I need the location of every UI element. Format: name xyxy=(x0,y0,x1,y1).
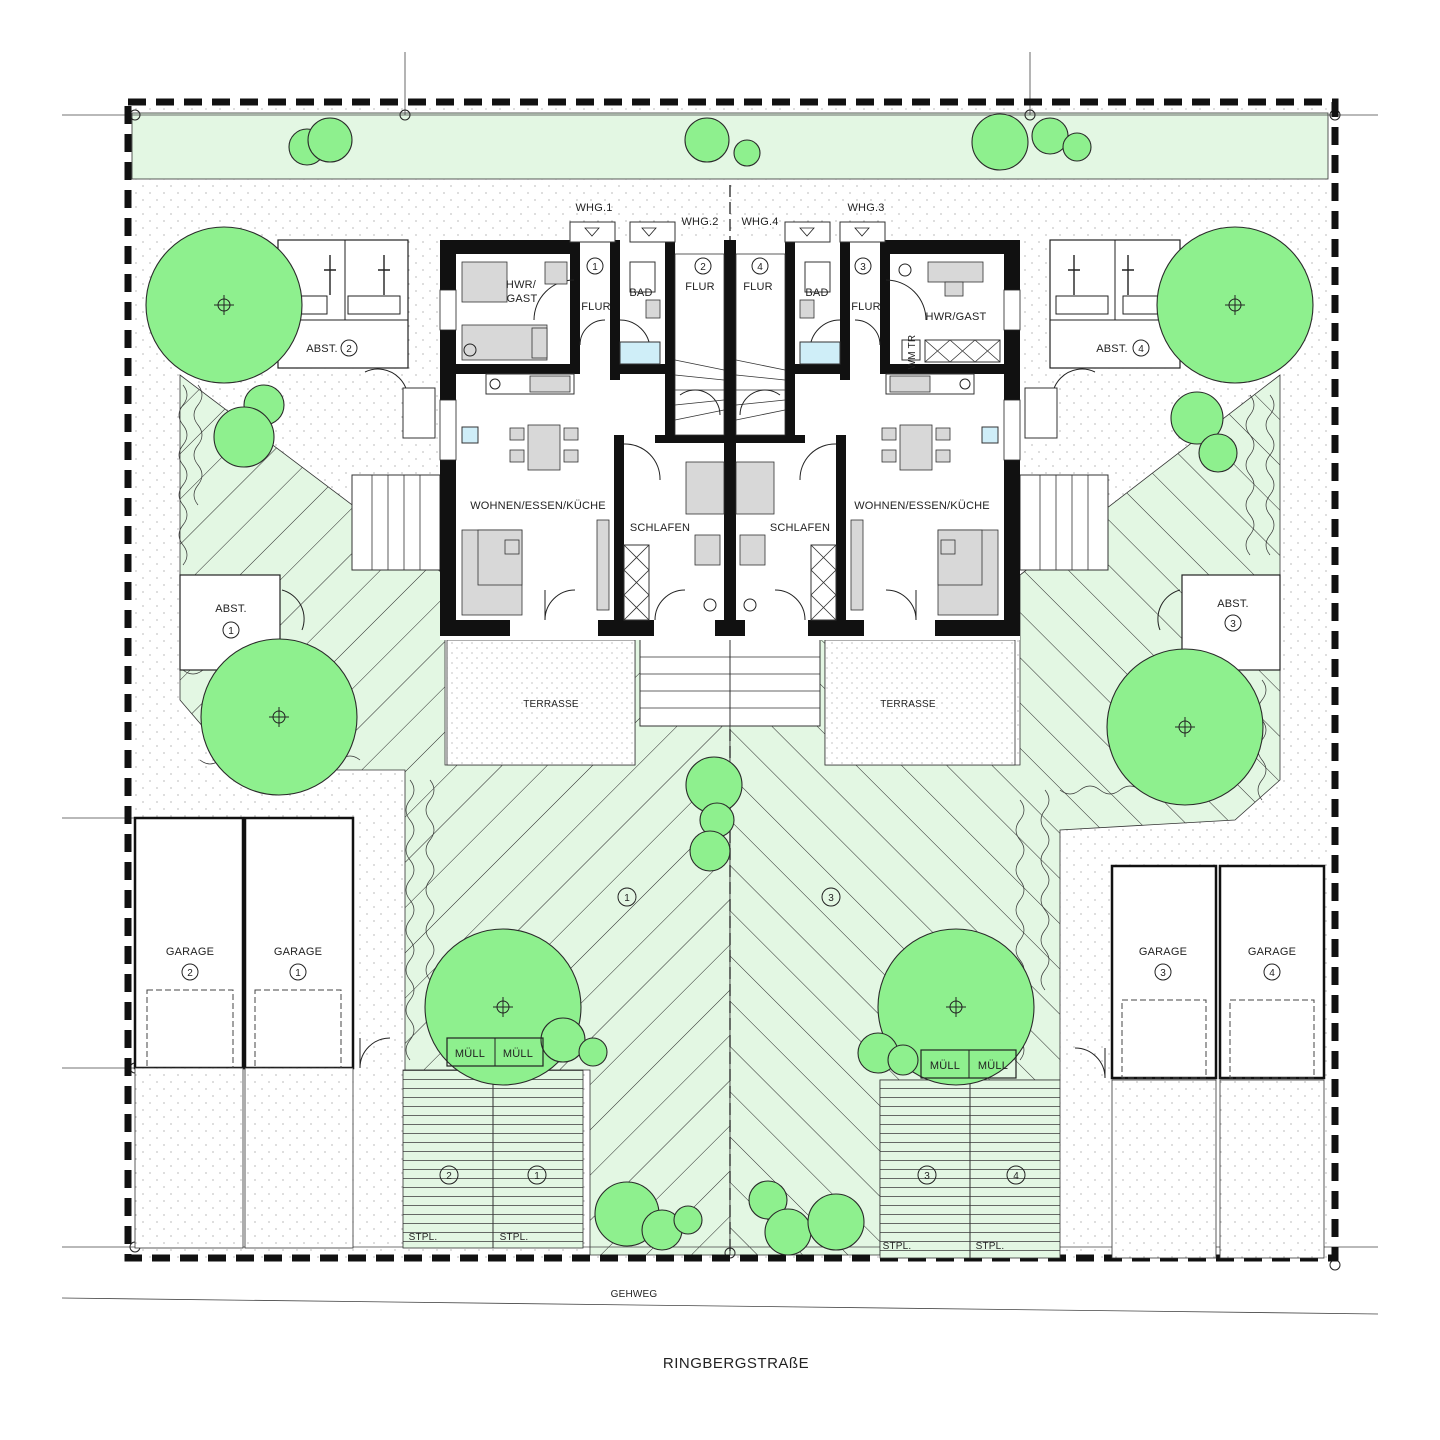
parking-label: STPL. xyxy=(976,1241,1005,1252)
unit-number-4: 4 xyxy=(757,262,763,273)
parking-label: STPL. xyxy=(500,1232,529,1243)
storage-number: 2 xyxy=(346,344,352,355)
parking-right: 3 4 STPL. STPL. xyxy=(879,1079,1061,1259)
parking-label: STPL. xyxy=(883,1241,912,1252)
garage-number: 2 xyxy=(187,968,193,979)
room-label-hwr-gast: HWR/GAST xyxy=(926,311,987,323)
building: HWR/ GAST FLUR BAD FLUR FLUR BAD FLUR HW… xyxy=(439,202,1021,640)
garage-block-left: GARAGE 2 GARAGE 1 xyxy=(133,816,391,1249)
unit-label-3: WHG.3 xyxy=(847,202,884,214)
room-label-flur: FLUR xyxy=(581,301,611,313)
unit-label-2: WHG.2 xyxy=(681,216,718,228)
staircase xyxy=(674,253,786,436)
garage-block-right: GARAGE 3 GARAGE 4 xyxy=(1074,864,1326,1259)
side-steps xyxy=(351,387,1109,571)
room-label-hwr: HWR/ xyxy=(506,279,537,291)
room-label-schlafen: SCHLAFEN xyxy=(630,522,690,534)
bin-label: MÜLL xyxy=(503,1048,533,1060)
unit-label-4: WHG.4 xyxy=(741,216,778,228)
room-label-wm-tr: WM TR xyxy=(907,335,918,370)
bins-left: MÜLL MÜLL xyxy=(446,1037,544,1067)
parking-number: 4 xyxy=(1013,1171,1019,1182)
unit-number-3: 3 xyxy=(860,262,866,273)
room-label-flur: FLUR xyxy=(743,281,773,293)
room-label-gast: GAST xyxy=(507,293,538,305)
property-boundary xyxy=(124,98,1339,1262)
bin-label: MÜLL xyxy=(455,1048,485,1060)
parking-number: 1 xyxy=(534,1171,540,1182)
entrance-steps xyxy=(639,635,821,727)
bins-right: MÜLL MÜLL xyxy=(920,1049,1017,1079)
storage-number: 4 xyxy=(1138,344,1144,355)
terrace-left: TERRASSE xyxy=(446,639,636,766)
parking-label: STPL. xyxy=(409,1232,438,1243)
unit-label-1: WHG.1 xyxy=(575,202,612,214)
garden-number-3: 3 xyxy=(828,893,834,904)
furniture-right xyxy=(735,261,1001,621)
terrace-label: TERRASSE xyxy=(523,699,579,710)
storage-label: ABST. xyxy=(306,343,338,355)
room-label-wohnen: WOHNEN/ESSEN/KÜCHE xyxy=(854,500,990,512)
parking-number: 2 xyxy=(446,1171,452,1182)
trees xyxy=(145,113,1314,1256)
room-label-wohnen: WOHNEN/ESSEN/KÜCHE xyxy=(470,500,606,512)
storage-label: ABST. xyxy=(1217,598,1249,610)
room-label-flur: FLUR xyxy=(851,301,881,313)
storage-number: 3 xyxy=(1230,619,1236,630)
terrace-label: TERRASSE xyxy=(880,699,936,710)
street-name: RINGBERGSTRAßE xyxy=(663,1355,809,1372)
storage-number: 1 xyxy=(228,626,234,637)
storage-label: ABST. xyxy=(1096,343,1128,355)
bin-label: MÜLL xyxy=(930,1060,960,1072)
furniture-left xyxy=(461,261,725,621)
storage-3: ABST. 3 xyxy=(1157,574,1281,671)
garage-number: 1 xyxy=(295,968,301,979)
room-label-flur: FLUR xyxy=(685,281,715,293)
unit-number-2: 2 xyxy=(700,262,706,273)
bin-label: MÜLL xyxy=(978,1060,1008,1072)
room-label-schlafen: SCHLAFEN xyxy=(770,522,830,534)
unit-number-1: 1 xyxy=(592,262,598,273)
garage-number: 4 xyxy=(1269,968,1275,979)
storage-label: ABST. xyxy=(215,603,247,615)
room-label-bad: BAD xyxy=(629,287,652,299)
garage-label: GARAGE xyxy=(166,946,214,958)
terrace-right: TERRASSE xyxy=(824,639,1016,766)
garage-label: GARAGE xyxy=(1139,946,1187,958)
garage-number: 3 xyxy=(1160,968,1166,979)
garden-number-1: 1 xyxy=(624,893,630,904)
parking-left: 2 1 STPL. STPL. xyxy=(402,1069,584,1249)
garage-label: GARAGE xyxy=(1248,946,1296,958)
parking-number: 3 xyxy=(924,1171,930,1182)
room-label-bad: BAD xyxy=(805,287,828,299)
sidewalk-label: GEHWEG xyxy=(611,1289,658,1300)
garage-label: GARAGE xyxy=(274,946,322,958)
